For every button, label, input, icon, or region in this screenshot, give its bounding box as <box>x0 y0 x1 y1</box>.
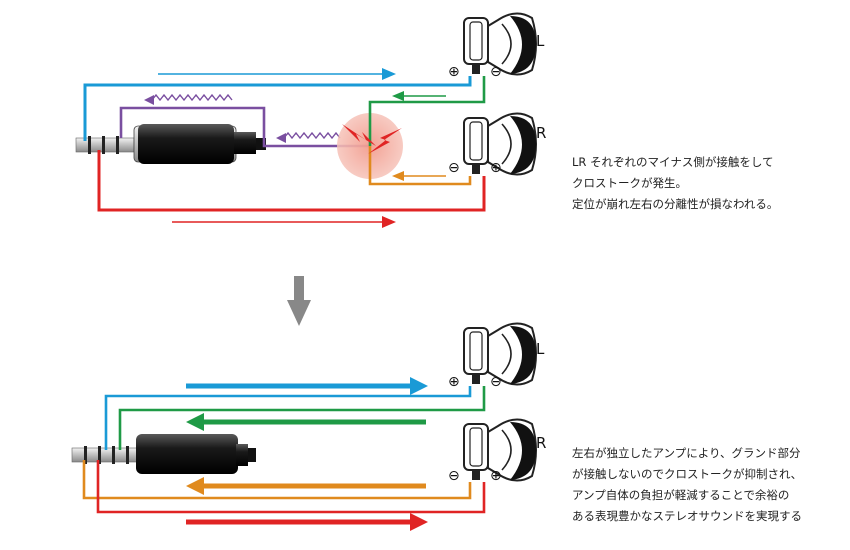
top-ground-left-wire <box>368 76 486 146</box>
top-diagram: ⊕ ⊖ ⊖ ⊕ L R <box>75 12 546 228</box>
caption-line: クロストークが発生。 <box>572 176 687 190</box>
bottom-ground-left-wire <box>118 386 486 450</box>
bottom-left-plus-symbol: ⊕ <box>448 374 460 390</box>
caption-line: が接触しないのでクロストークが抑制され、 <box>572 467 803 481</box>
bottom-diagram: ⊕ ⊖ ⊖ ⊕ L R <box>71 322 546 531</box>
caption-line: LR それぞれのマイナス側が接触をして <box>572 155 774 169</box>
bottom-left-signal-wire <box>104 386 472 450</box>
top-ground-right-wire <box>368 146 472 186</box>
caption-line: 左右が独立したアンプにより、グランド部分 <box>572 446 801 460</box>
top-right-signal-wire <box>97 150 486 212</box>
top-right-plus-symbol: ⊕ <box>490 160 502 176</box>
caption-line: 定位が崩れ左右の分離性が損なわれる。 <box>572 197 779 211</box>
caption-line: アンプ自体の負担が軽減することで余裕の <box>572 488 790 502</box>
bottom-right-minus-symbol: ⊖ <box>448 468 460 484</box>
caption-line: ある表現豊かなステレオサウンドを実現する <box>572 509 802 523</box>
top-right-channel-label: R <box>536 124 546 142</box>
bottom-plug <box>71 434 256 474</box>
spark-icon <box>368 128 402 154</box>
bottom-right-channel-label: R <box>536 434 546 452</box>
bottom-right-signal-wire <box>96 460 486 514</box>
top-noise-zigzag-2 <box>283 131 341 140</box>
down-arrow-icon <box>287 276 311 326</box>
top-left-plus-symbol: ⊕ <box>448 64 460 80</box>
top-left-channel-label: L <box>536 32 545 50</box>
top-caption: LR それぞれのマイナス側が接触をして クロストークが発生。 定位が崩れ左右の分… <box>572 152 778 215</box>
top-noise-wire <box>119 106 370 148</box>
top-right-minus-symbol: ⊖ <box>448 160 460 176</box>
spark-icon <box>342 124 376 146</box>
top-plug <box>75 124 266 164</box>
bottom-left-channel-label: L <box>536 340 545 358</box>
top-left-signal-wire <box>83 76 472 141</box>
top-noise-zigzag-1 <box>151 93 233 102</box>
bottom-ground-right-wire <box>82 460 472 500</box>
top-left-minus-symbol: ⊖ <box>490 64 502 80</box>
bottom-caption: 左右が独立したアンプにより、グランド部分 が接触しないのでクロストークが抑制され… <box>572 443 802 527</box>
bottom-right-plus-symbol: ⊕ <box>490 468 502 484</box>
bottom-left-minus-symbol: ⊖ <box>490 374 502 390</box>
